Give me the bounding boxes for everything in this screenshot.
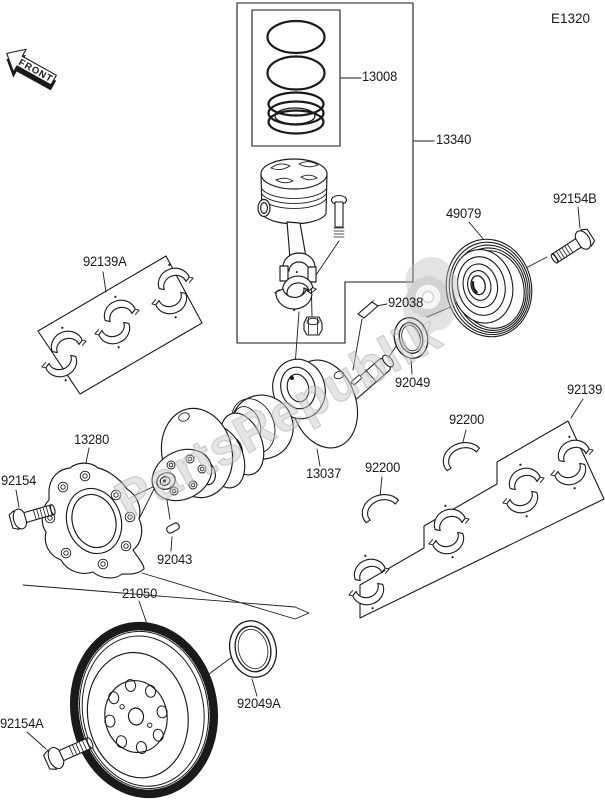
front-oil-seal[interactable]: [390, 314, 432, 362]
callout-92154[interactable]: 92154: [1, 473, 37, 488]
watermark-gear-icon: [412, 281, 445, 314]
pulley-bolt[interactable]: [546, 225, 597, 269]
flywheel[interactable]: [57, 611, 231, 800]
main-bearing-set-upper[interactable]: [38, 256, 202, 394]
callout-92154A[interactable]: 92154A: [0, 716, 44, 731]
callout-92049A[interactable]: 92049A: [237, 696, 281, 711]
callout-92139[interactable]: 92139: [567, 382, 603, 397]
connecting-rod-nut[interactable]: [304, 317, 322, 335]
callout-21050[interactable]: 21050: [122, 586, 158, 601]
dowel-pin[interactable]: [166, 522, 181, 534]
flywheel-bolt-holes: [98, 674, 173, 759]
callout-92200-right[interactable]: 92200: [449, 412, 485, 427]
callout-13008[interactable]: 13008: [362, 69, 398, 84]
watermark-text: PartsRepublik: [106, 304, 451, 531]
page-code: E1320: [551, 11, 591, 26]
callout-92043[interactable]: 92043: [157, 552, 193, 567]
callout-49079[interactable]: 49079: [446, 206, 482, 221]
rear-oil-seal[interactable]: [224, 616, 282, 682]
cover-bolt-holes: [45, 471, 135, 569]
callout-92154B[interactable]: 92154B: [553, 191, 597, 206]
callout-13280[interactable]: 13280: [74, 432, 110, 447]
woodruff-key[interactable]: [358, 300, 378, 318]
main-bearing-set-lower[interactable]: [347, 421, 604, 618]
callout-13340[interactable]: 13340: [436, 132, 472, 147]
crankshaft-pulley[interactable]: [437, 231, 541, 345]
thrust-washer-left[interactable]: [357, 490, 403, 524]
connecting-rod-bolt[interactable]: [332, 196, 347, 238]
piston-ring-set[interactable]: [268, 21, 325, 134]
callout-92038[interactable]: 92038: [388, 295, 424, 310]
rear-seal-cover[interactable]: [42, 463, 144, 578]
callout-92139A[interactable]: 92139A: [83, 254, 127, 269]
nose-keyway: [351, 375, 362, 385]
piston-assembly-box: [237, 3, 413, 343]
ring-set-box: [252, 10, 340, 146]
callout-92049[interactable]: 92049: [395, 375, 431, 390]
crankshaft[interactable]: [143, 351, 395, 510]
callout-13037[interactable]: 13037: [306, 466, 342, 481]
piston-and-rod[interactable]: [258, 159, 327, 314]
thrust-washer-right[interactable]: [438, 438, 484, 472]
front-marker: FRONT: [0, 42, 62, 91]
flange-bolt-holes: [158, 455, 206, 495]
callout-92200-left[interactable]: 92200: [365, 460, 401, 475]
